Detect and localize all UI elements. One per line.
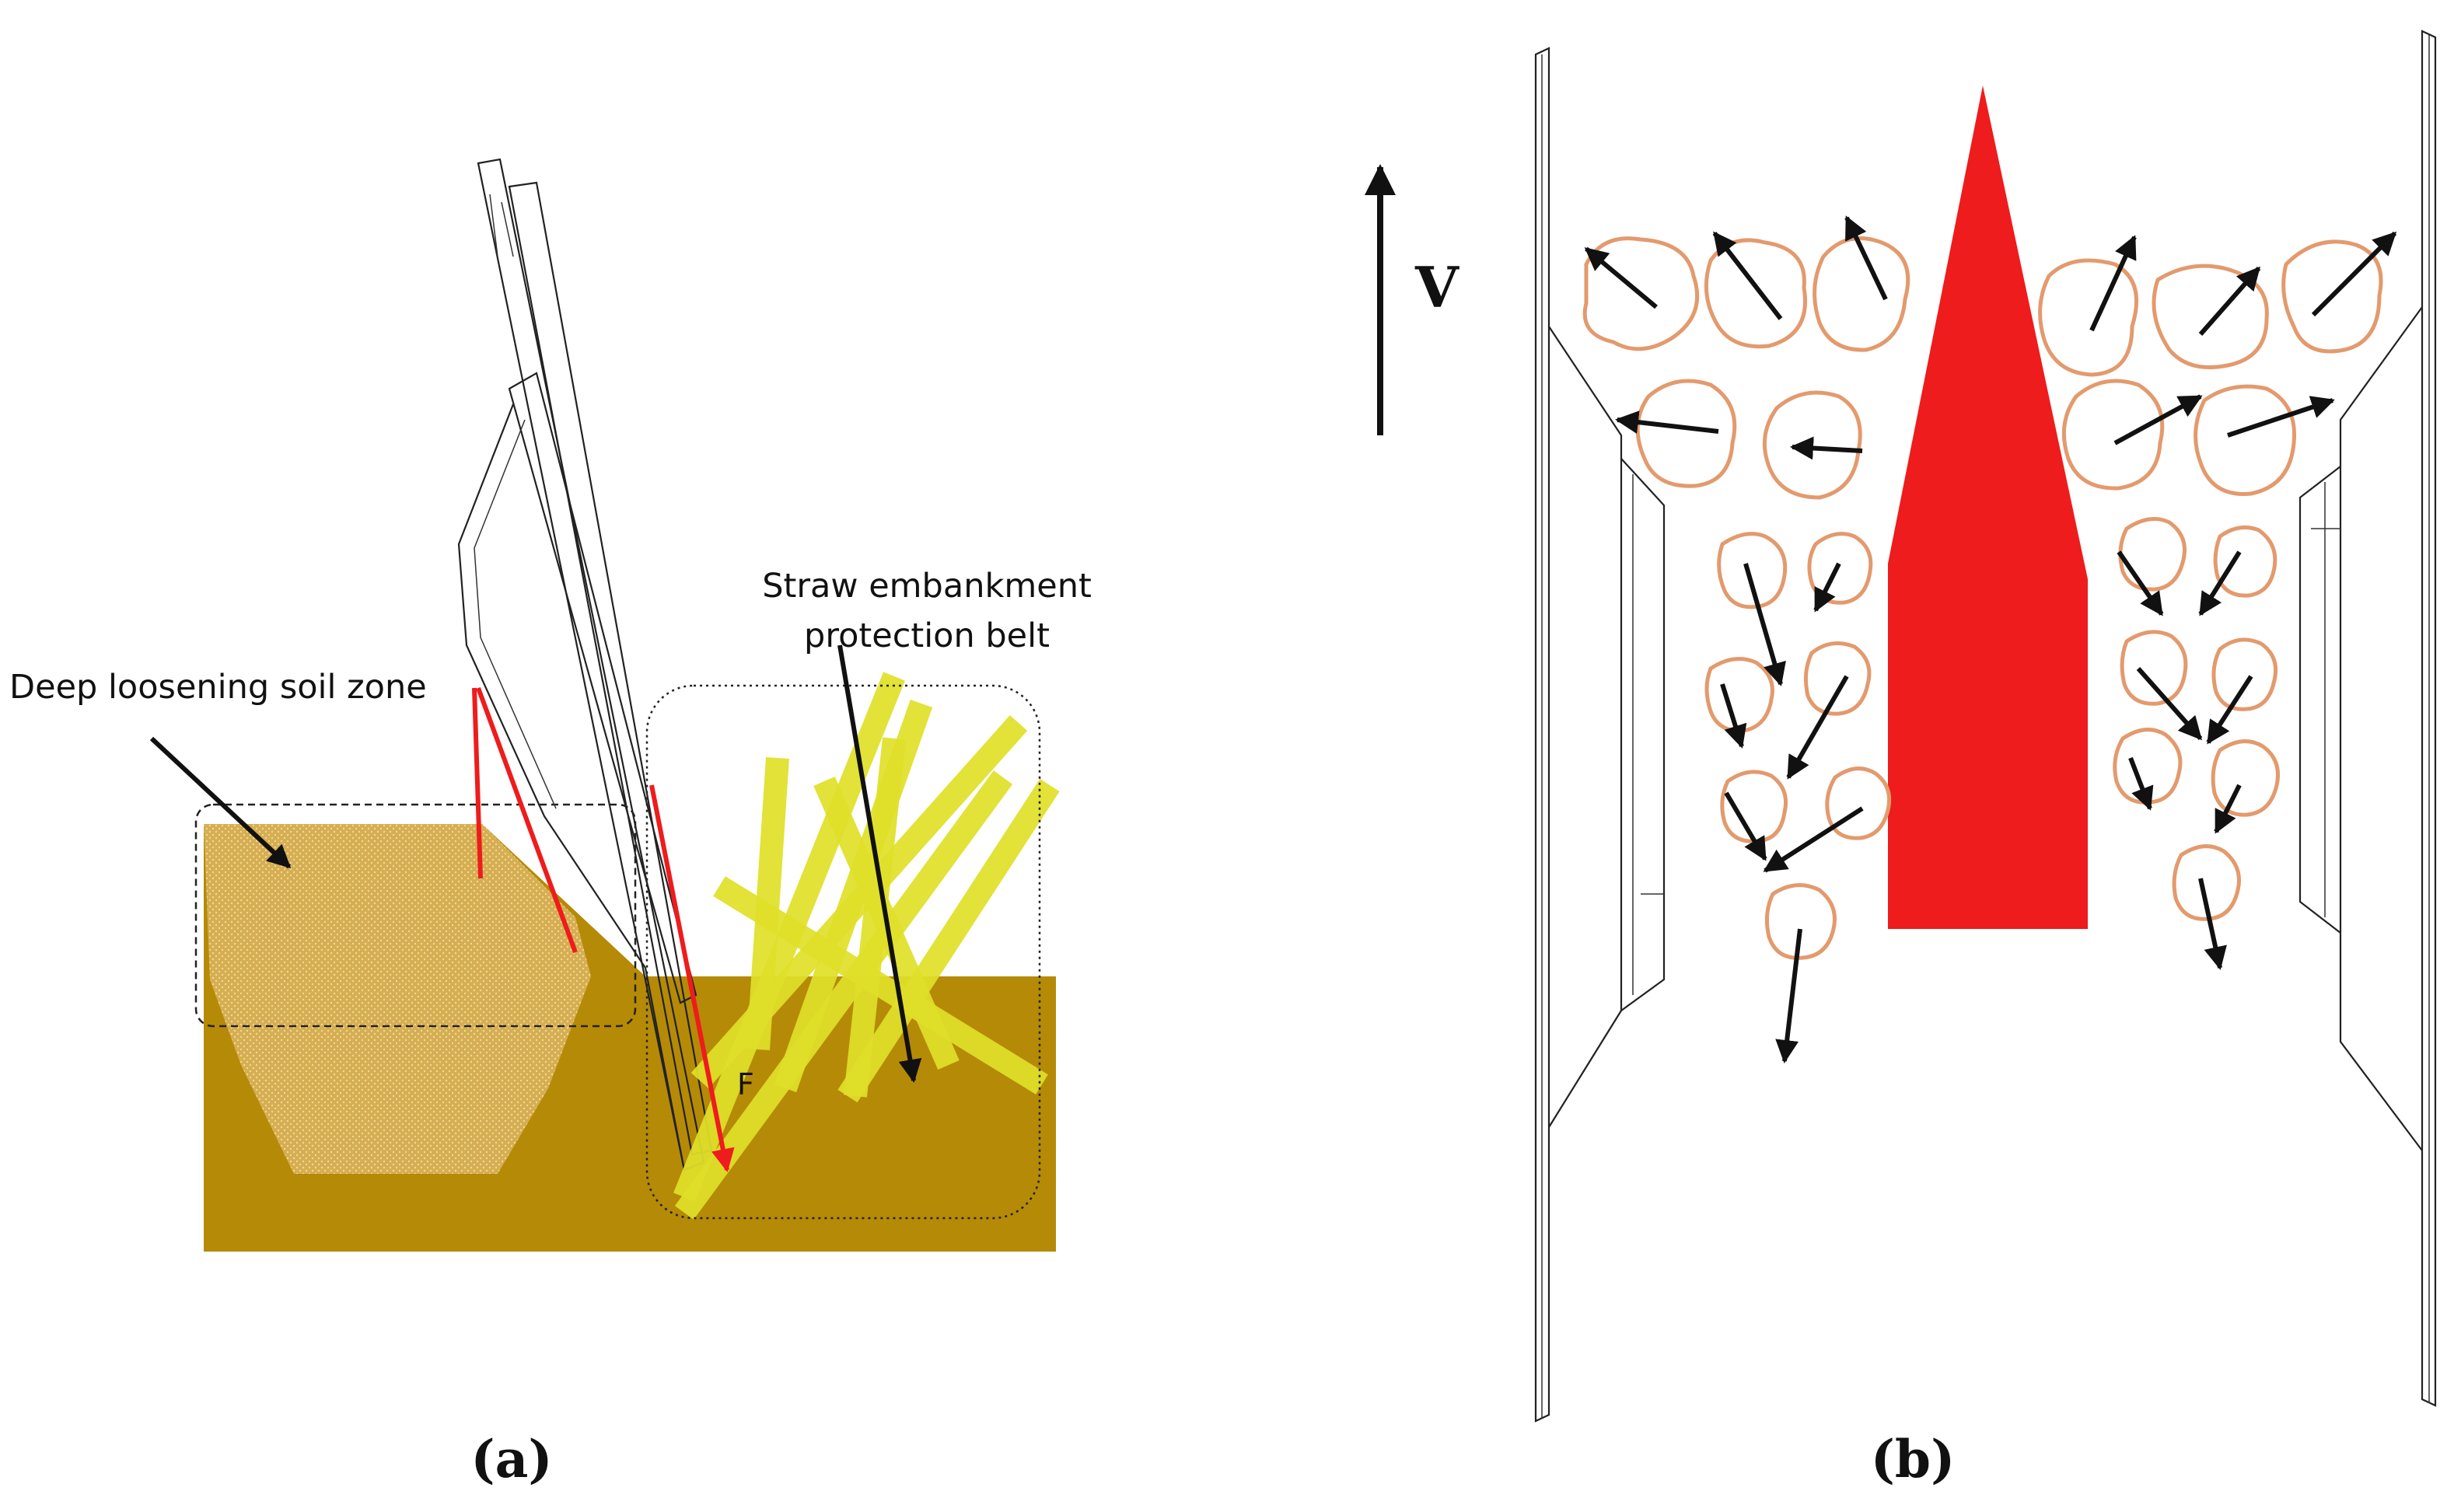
straw-belt-box <box>645 684 1041 1220</box>
label-straw-belt-line2: protection belt <box>804 616 1050 655</box>
loosened-soil-zone <box>204 824 591 1174</box>
clod-motion-arrows <box>1584 215 2397 1063</box>
loosening-zone-box <box>194 803 637 1028</box>
label-velocity: V <box>1414 254 1459 320</box>
red-wedge <box>1888 86 2088 929</box>
red-line-left <box>472 687 483 879</box>
force-arrow <box>649 784 735 1172</box>
belt-pointer-arrow <box>837 644 922 1083</box>
left-rail <box>1534 47 1666 1423</box>
caption-b: (b) <box>1871 1429 1956 1489</box>
label-force-f: F <box>737 1067 754 1102</box>
panel-a: Deep loosening soil zone Straw embankmen… <box>9 158 1092 1489</box>
zone-pointer-arrow <box>149 736 292 869</box>
right-rail <box>2298 30 2437 1407</box>
label-deep-loosening-zone: Deep loosening soil zone <box>9 668 427 707</box>
soil-clods <box>1582 236 2383 960</box>
red-line-mid <box>476 686 578 954</box>
caption-a: (a) <box>470 1429 552 1489</box>
label-straw-belt-line1: Straw embankment <box>762 567 1092 606</box>
panel-b: V <box>1365 30 2437 1489</box>
